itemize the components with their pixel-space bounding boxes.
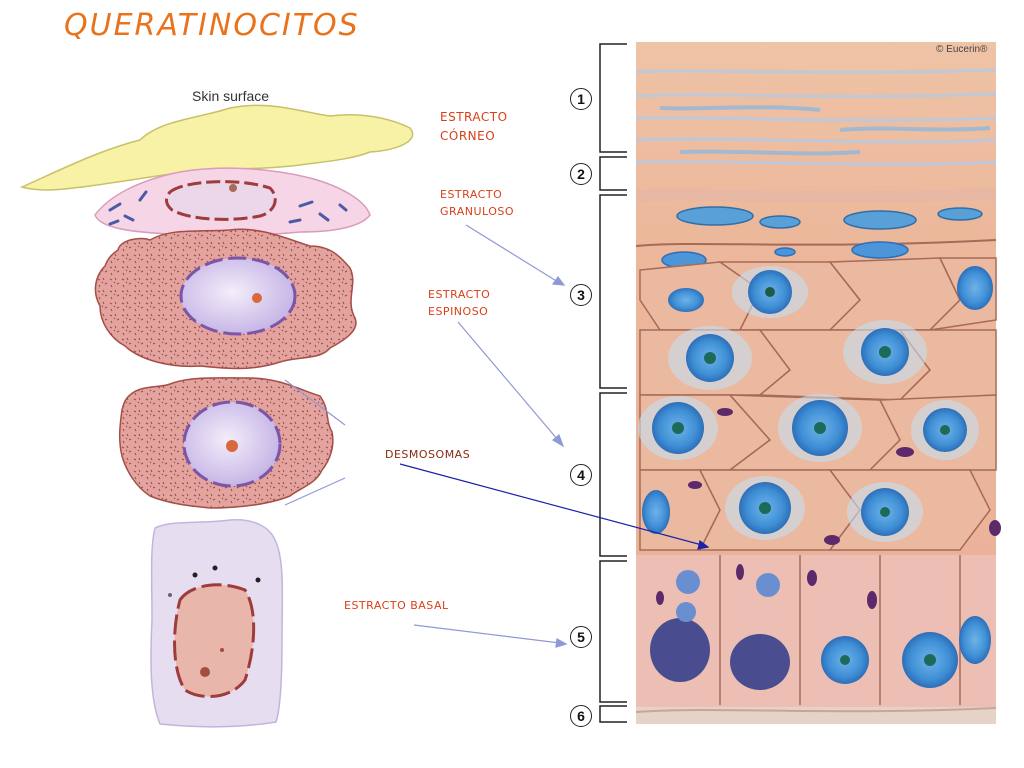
label-estracto-corneo-line2: CÓRNEO	[440, 129, 496, 143]
label-estracto-espinoso-line1: ESTRACTO	[428, 288, 491, 301]
copyright-text: © Eucerin®	[936, 44, 988, 55]
layer-number-6: 6	[570, 705, 592, 727]
label-desmosomas: DESMOSOMAS	[385, 448, 471, 461]
label-estracto-espinoso: ESTRACTO ESPINOSO	[428, 286, 490, 320]
label-estracto-granuloso-line1: ESTRACTO	[440, 188, 503, 201]
label-estracto-basal: ESTRACTO BASAL	[344, 599, 449, 612]
layer-number-3: 3	[570, 284, 592, 306]
skin-surface-label: Skin surface	[192, 88, 270, 104]
label-estracto-granuloso-line2: GRANULOSO	[440, 205, 515, 218]
label-estracto-granuloso: ESTRACTO GRANULOSO	[440, 186, 514, 220]
label-estracto-espinoso-line2: ESPINOSO	[428, 305, 489, 318]
page-title: QUERATINOCITOS	[64, 8, 360, 43]
layer-number-4: 4	[570, 464, 592, 486]
layer-number-1: 1	[570, 88, 592, 110]
label-estracto-corneo: ESTRACTO CÓRNEO	[440, 108, 508, 146]
label-estracto-corneo-line1: ESTRACTO	[440, 110, 508, 124]
layer-number-5: 5	[570, 626, 592, 648]
layer-number-2: 2	[570, 163, 592, 185]
